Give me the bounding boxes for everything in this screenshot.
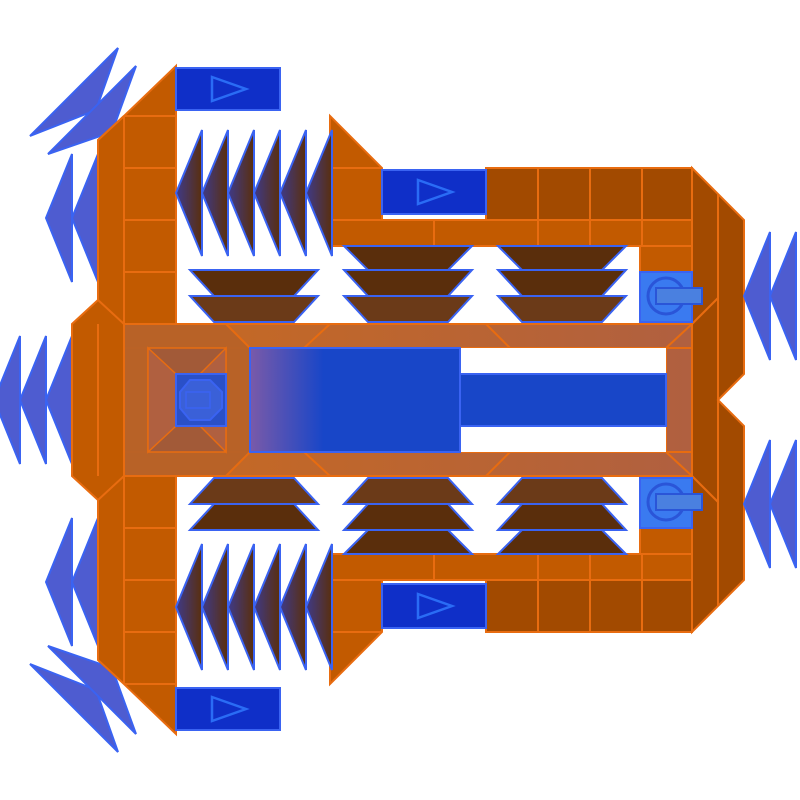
plate-lower-a-2 [495, 477, 629, 505]
plate-lower-b-2 [495, 503, 629, 531]
module-bottom-left [175, 687, 281, 731]
right-thruster-upper-1 [768, 231, 797, 361]
plate-upper-b-1 [341, 295, 475, 323]
left-thruster-mid-1 [18, 335, 47, 465]
corner-thruster-tl-a [29, 47, 119, 137]
right-thruster-upper-0 [742, 231, 771, 361]
plate-lower-a-0 [187, 477, 321, 505]
plate-lower-b-1 [341, 503, 475, 531]
plate-upper-a-2 [495, 269, 629, 297]
module-bottom-left-play-icon [210, 695, 250, 723]
upper-fin-3 [252, 129, 281, 257]
upper-fin-4 [278, 129, 307, 257]
hull-top-strip [329, 219, 693, 247]
plate-bottom-0 [341, 529, 475, 555]
upper-fin-5 [304, 129, 333, 257]
turret-top [639, 271, 703, 323]
corner-thruster-tl-b [47, 65, 137, 155]
corner-thruster-bl-a [29, 663, 119, 753]
beam-barrel [459, 373, 667, 427]
module-lower-mid [381, 583, 487, 629]
left-thruster-lower-1 [70, 517, 99, 647]
plate-upper-a-0 [187, 269, 321, 297]
left-thruster-upper-1 [70, 153, 99, 283]
module-lower-mid-play-icon [416, 592, 456, 620]
plate-top-0 [341, 245, 475, 271]
module-top-left-play-icon [210, 75, 250, 103]
upper-armor-fins [174, 129, 333, 257]
left-thruster-upper-0 [44, 153, 73, 283]
left-thruster-mid-2 [44, 335, 73, 465]
plate-top-1 [495, 245, 629, 271]
plate-lower-a-1 [341, 477, 475, 505]
left-thruster-mid-0 [0, 335, 21, 465]
lower-armor-fins [174, 543, 333, 671]
upper-fin-0 [174, 129, 203, 257]
lower-fin-2 [226, 543, 255, 671]
right-thruster-group [742, 231, 797, 569]
main-beam-weapon [249, 347, 667, 453]
upper-fin-2 [226, 129, 255, 257]
module-top-left [175, 67, 281, 111]
plate-lower-b-0 [187, 503, 321, 531]
left-thruster-group [0, 47, 137, 753]
module-upper-mid-play-icon [416, 178, 456, 206]
turret-bottom [639, 477, 703, 529]
lower-fin-5 [304, 543, 333, 671]
lower-fin-1 [200, 543, 229, 671]
right-thruster-lower-0 [742, 439, 771, 569]
module-upper-mid [381, 169, 487, 215]
corner-thruster-bl-b [47, 645, 137, 735]
upper-fin-1 [200, 129, 229, 257]
lower-fin-0 [174, 543, 203, 671]
module-group [175, 67, 487, 731]
plate-bottom-1 [495, 529, 629, 555]
lower-fin-3 [252, 543, 281, 671]
right-thruster-lower-1 [768, 439, 797, 569]
lower-fin-4 [278, 543, 307, 671]
plate-upper-a-1 [341, 269, 475, 297]
core [123, 323, 251, 477]
plate-upper-b-2 [495, 295, 629, 323]
plate-upper-b-0 [187, 295, 321, 323]
armor-plates [187, 245, 629, 555]
beam-body [249, 347, 461, 453]
left-thruster-lower-0 [44, 517, 73, 647]
hull-bottom-strip [329, 553, 693, 581]
